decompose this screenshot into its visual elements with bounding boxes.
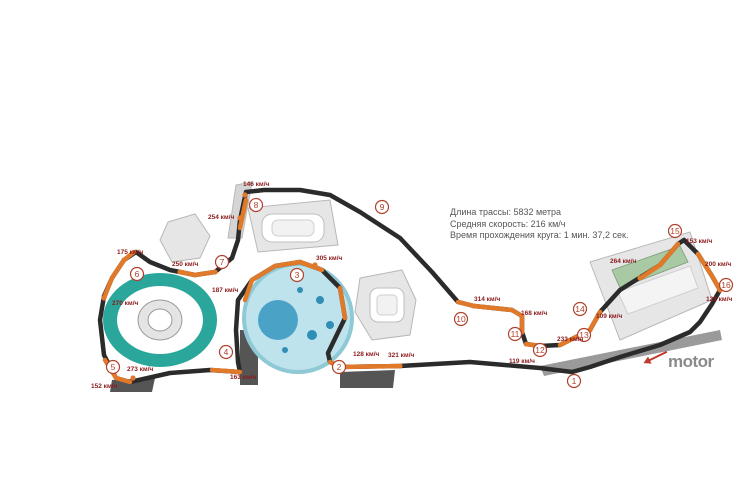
corner-number: 6 — [135, 269, 140, 279]
speed-label: 254 км/ч — [208, 214, 235, 221]
speed-label: 314 км/ч — [474, 296, 501, 303]
corner-number: 14 — [575, 304, 585, 314]
speed-point — [101, 295, 107, 301]
corner-number: 3 — [295, 270, 300, 280]
speed-label: 305 км/ч — [316, 255, 343, 262]
corner-number: 8 — [254, 200, 259, 210]
braking-zone — [177, 269, 218, 278]
corner-number: 7 — [220, 257, 225, 267]
braking-zone — [209, 367, 243, 375]
speed-point — [212, 269, 218, 275]
speed-point — [130, 375, 136, 381]
lap-time: Время прохождения круга: 1 мин. 37,2 сек… — [450, 230, 629, 240]
corner-number: 1 — [572, 376, 577, 386]
speed-label: 153 км/ч — [686, 238, 713, 245]
speed-point — [397, 363, 403, 369]
track-info: Длина трассы: 5832 метра Средняя скорост… — [450, 207, 628, 242]
speed-label: 168 км/ч — [521, 310, 548, 317]
speed-point — [242, 192, 248, 198]
corner-number: 10 — [456, 314, 466, 324]
speed-label: 128 км/ч — [353, 351, 380, 358]
speed-label: 321 км/ч — [388, 352, 415, 359]
speed-label: 233 км/ч — [557, 336, 584, 343]
speed-label: 273 км/ч — [127, 366, 154, 373]
corner-number: 12 — [535, 345, 545, 355]
speed-points — [101, 192, 723, 381]
speed-point — [312, 262, 318, 268]
corner-number: 13 — [579, 330, 589, 340]
corner-marker: 5 — [105, 359, 121, 375]
mid-stadium-inner — [369, 287, 405, 323]
corner-number: 11 — [511, 329, 520, 339]
speed-label: 200 км/ч — [705, 261, 732, 268]
corner-markers: 1 2 3 4 5 6 7 — [105, 197, 734, 389]
speed-point — [471, 303, 477, 309]
corner-marker: 6 — [129, 266, 145, 282]
speed-label: 264 км/ч — [610, 258, 637, 265]
braking-zone — [695, 251, 723, 293]
speed-label: 128 км/ч — [706, 296, 733, 303]
building-iceberg — [159, 213, 211, 263]
average-speed: Средняя скорость: 216 км/ч — [450, 218, 566, 229]
braking-zone — [337, 285, 348, 321]
speed-point — [237, 215, 243, 221]
corner-marker: 1 — [566, 373, 582, 389]
speed-label: 187 км/ч — [212, 287, 239, 294]
braking-zone — [101, 249, 137, 301]
corner-number: 9 — [380, 202, 385, 212]
braking-zone — [455, 299, 525, 335]
corner-number: 5 — [111, 362, 116, 372]
speed-label: 270 км/ч — [112, 300, 139, 307]
pier-strip-mid — [340, 370, 395, 388]
venue-buildings — [110, 181, 722, 392]
corner-marker: 15 — [667, 223, 683, 239]
medals-plaza-park — [242, 262, 354, 374]
corner-marker: 10 — [453, 311, 469, 327]
corner-marker: 13 — [576, 327, 592, 343]
corner-marker: 14 — [572, 301, 588, 317]
speed-point — [121, 257, 127, 263]
corner-marker: 3 — [289, 267, 305, 283]
speed-point — [637, 275, 643, 281]
braking-zone — [237, 197, 249, 231]
speed-label: 163 км/ч — [230, 374, 257, 381]
corner-marker: 11 — [507, 326, 523, 342]
speed-labels: 146 км/ч 254 км/ч 175 км/ч 250 км/ч 305 … — [91, 181, 733, 390]
arena-ring — [103, 273, 217, 367]
speed-label: 109 км/ч — [596, 313, 623, 320]
speed-label: 146 км/ч — [243, 181, 270, 188]
corner-marker: 4 — [218, 344, 234, 360]
corner-number: 4 — [224, 347, 229, 357]
corner-marker: 8 — [248, 197, 264, 213]
corner-marker: 12 — [532, 342, 548, 358]
corner-number: 15 — [670, 226, 680, 236]
track-length: Длина трассы: 5832 метра — [450, 207, 562, 217]
speed-label: 175 км/ч — [117, 249, 144, 256]
speed-label: 250 км/ч — [172, 261, 199, 268]
corner-number: 16 — [721, 280, 731, 290]
corner-marker: 7 — [214, 254, 230, 270]
corner-marker: 2 — [331, 359, 347, 375]
speed-point — [177, 269, 183, 275]
corner-marker: 9 — [374, 199, 390, 215]
speed-label: 152 км/ч — [91, 383, 118, 390]
corner-number: 2 — [337, 362, 342, 372]
brand-logo: motor — [668, 352, 714, 371]
speed-label: 119 км/ч — [509, 358, 535, 365]
braking-zone — [639, 241, 681, 280]
braking-zone — [242, 259, 325, 303]
corner-marker: 16 — [718, 277, 734, 293]
top-stadium-inner — [261, 213, 325, 243]
